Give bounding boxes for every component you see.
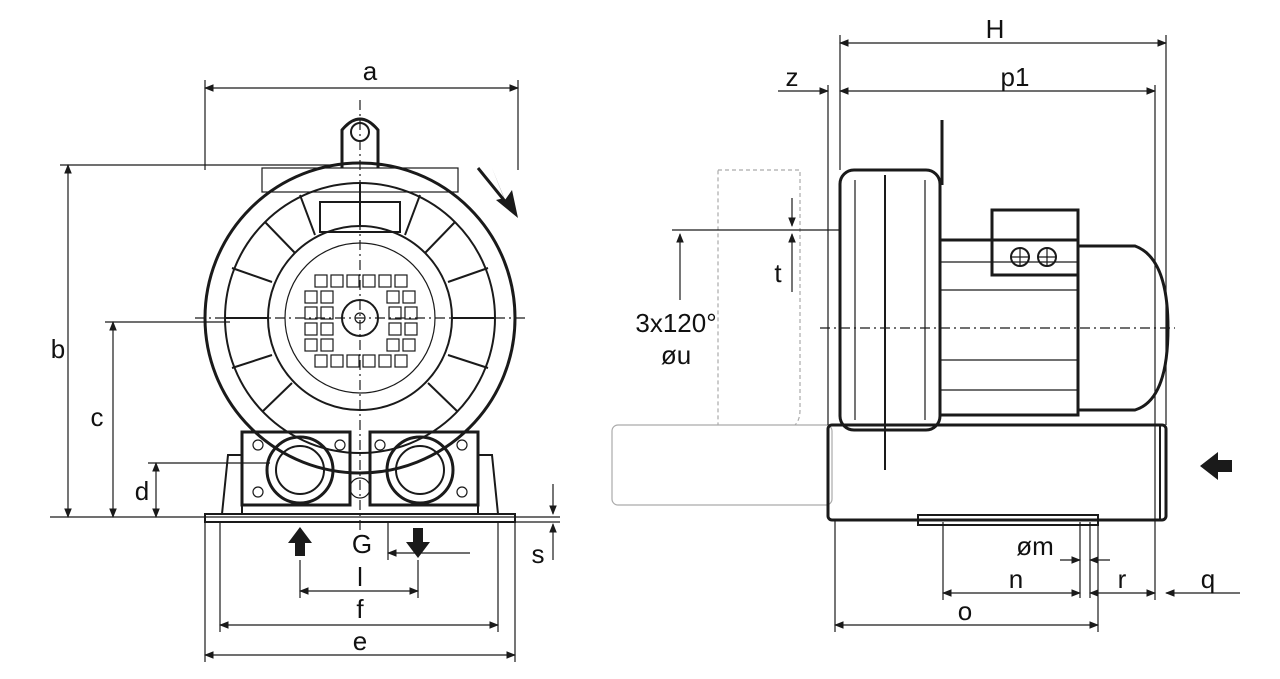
dim-label-s: s bbox=[532, 539, 545, 569]
dim-label-a: a bbox=[363, 56, 378, 86]
dim-label-n: n bbox=[1009, 564, 1023, 594]
dim-label-b: b bbox=[51, 334, 65, 364]
dim-label-d: d bbox=[135, 476, 149, 506]
dim-label-H: H bbox=[986, 14, 1005, 44]
front-foot-right bbox=[477, 454, 500, 515]
dim-label-r: r bbox=[1118, 564, 1127, 594]
dim-label-angle: 3x120° bbox=[635, 308, 716, 338]
dim-label-o: o bbox=[958, 596, 972, 626]
side-silencer bbox=[826, 423, 1168, 522]
dim-label-f: f bbox=[356, 594, 364, 624]
front-port-flanges bbox=[240, 430, 480, 507]
dim-label-e: e bbox=[353, 626, 367, 656]
dim-label-m: øm bbox=[1016, 531, 1054, 561]
dim-label-q: q bbox=[1201, 564, 1215, 594]
dim-label-u: øu bbox=[661, 340, 691, 370]
dim-label-t: t bbox=[774, 258, 782, 288]
side-terminal-box bbox=[990, 208, 1080, 277]
front-view: a b c d s G l f e bbox=[50, 56, 560, 662]
front-housing-ribs bbox=[225, 183, 495, 413]
front-fan-grid bbox=[304, 274, 418, 368]
side-ghost-inlet bbox=[611, 424, 833, 506]
front-foot-left bbox=[220, 454, 243, 515]
outlet-arrow-icon bbox=[406, 528, 430, 558]
dim-label-l: l bbox=[357, 562, 363, 592]
dim-label-G: G bbox=[352, 529, 372, 559]
dim-label-c: c bbox=[91, 402, 104, 432]
inlet-arrow-icon bbox=[288, 527, 312, 556]
side-view: H p1 z t 3x120° øu øm n r q bbox=[611, 14, 1240, 632]
side-inlet-arrow-icon bbox=[1200, 452, 1232, 480]
dim-label-p1: p1 bbox=[1001, 62, 1030, 92]
dim-label-z: z bbox=[786, 62, 799, 92]
rotation-arrow-icon bbox=[492, 168, 518, 218]
side-ghost-pipe bbox=[717, 169, 801, 431]
side-base-plate bbox=[917, 514, 1099, 526]
